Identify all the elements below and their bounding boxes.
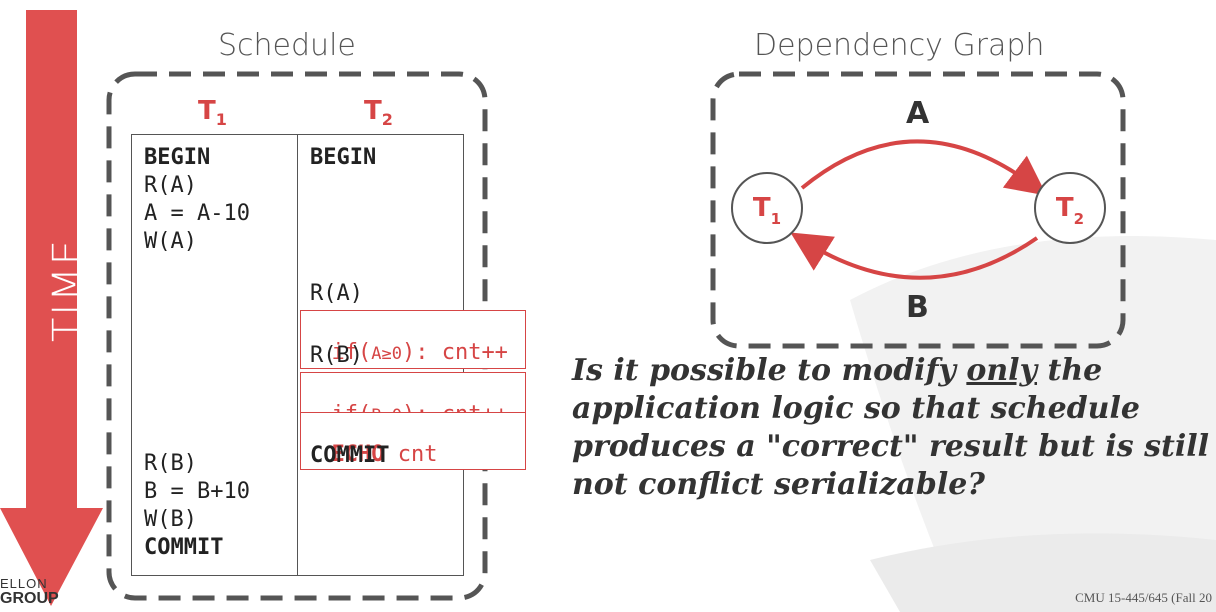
edge-a-arrow bbox=[800, 139, 1047, 196]
schedule-title: Schedule bbox=[218, 28, 356, 63]
t1-begin: BEGIN bbox=[144, 145, 211, 170]
t2-read-a: R(A) bbox=[310, 281, 363, 306]
t1-compute-a: A = A-10 bbox=[144, 201, 250, 226]
schedule-dashed-border bbox=[106, 71, 488, 601]
t1-read-b: R(B) bbox=[144, 451, 197, 476]
t2-if-a-box: if(A≥0): cnt++ bbox=[300, 310, 526, 369]
t1-commit: COMMIT bbox=[144, 535, 224, 560]
edge-label-a: A bbox=[906, 96, 930, 131]
graph-dashed-border bbox=[710, 71, 1126, 349]
t2-read-b: R(B) bbox=[310, 343, 363, 368]
logo-top-text: ELLON bbox=[0, 576, 48, 591]
t2-echo-box: ECHO cnt bbox=[300, 412, 526, 470]
graph-title: Dependency Graph bbox=[754, 28, 1045, 63]
edge-b-arrow bbox=[790, 232, 1039, 280]
t1-header: T1 bbox=[198, 96, 227, 130]
t2-begin: BEGIN bbox=[310, 145, 377, 170]
question-text: Is it possible to modify only the applic… bbox=[572, 353, 1210, 502]
time-arrow bbox=[0, 10, 103, 606]
graph-edges bbox=[790, 139, 1047, 280]
t1-read-a: R(A) bbox=[144, 173, 197, 198]
t2-commit: COMMIT bbox=[310, 443, 390, 468]
t1-compute-b: B = B+10 bbox=[144, 479, 250, 504]
t1-write-a: W(A) bbox=[144, 229, 197, 254]
logo-bottom-text: GROUP bbox=[0, 590, 59, 607]
column-divider bbox=[297, 134, 298, 576]
course-footer: CMU 15-445/645 (Fall 20 bbox=[1075, 590, 1212, 605]
t2-header: T2 bbox=[364, 96, 393, 130]
t1-write-b: W(B) bbox=[144, 507, 197, 532]
edge-label-b: B bbox=[906, 290, 929, 325]
time-label: TIME bbox=[45, 238, 91, 343]
